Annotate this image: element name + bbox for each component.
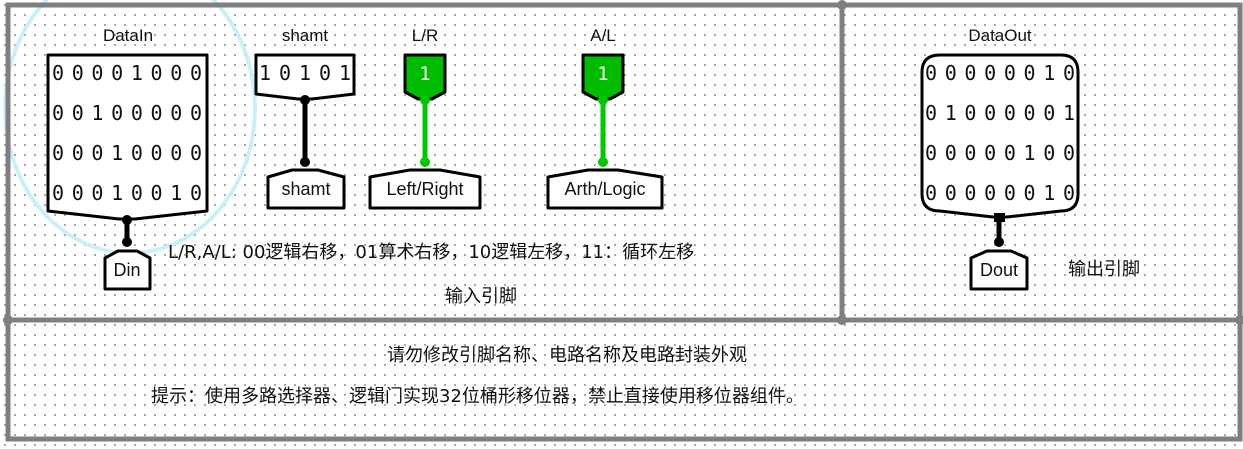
lr-pin[interactable]: L/R 1 xyxy=(403,26,447,101)
shamt-label: shamt xyxy=(282,26,329,45)
din-tunnel-label: Din xyxy=(113,260,140,280)
lr-wire xyxy=(420,95,430,167)
left-right-tunnel-label: Left/Right xyxy=(386,179,463,199)
frame xyxy=(5,2,1243,442)
al-value: 1 xyxy=(597,63,608,85)
din-tunnel[interactable]: Din xyxy=(103,249,152,291)
shamt-pin[interactable]: shamt 10101 xyxy=(254,26,356,101)
al-pin[interactable]: A/L 1 xyxy=(581,26,625,101)
arth-logic-tunnel-label: Arth/Logic xyxy=(564,179,645,199)
mode-description: L/R,A/L: 00逻辑右移，01算术右移，10逻辑左移，11：循环左移 xyxy=(168,242,694,263)
dout-tunnel-label: Dout xyxy=(980,260,1018,280)
dataout-wire xyxy=(994,213,1005,247)
dout-tunnel[interactable]: Dout xyxy=(969,249,1029,291)
al-wire xyxy=(598,95,608,167)
al-label: A/L xyxy=(590,26,616,45)
lr-label: L/R xyxy=(412,26,438,45)
dataout-pin[interactable]: DataOut 00000010 01000001 00000100 00000… xyxy=(920,26,1080,219)
arth-logic-tunnel[interactable]: Arth/Logic xyxy=(546,168,664,210)
frame-joints xyxy=(3,0,1243,325)
output-pins-caption: 输出引脚 xyxy=(1068,259,1140,280)
datain-label: DataIn xyxy=(103,26,153,45)
shamt-wire xyxy=(300,95,310,167)
lr-value: 1 xyxy=(419,63,430,85)
warning-note: 请勿修改引脚名称、电路名称及电路封装外观 xyxy=(387,345,747,366)
input-pins-caption: 输入引脚 xyxy=(445,286,517,307)
left-right-tunnel[interactable]: Left/Right xyxy=(368,168,482,210)
shamt-tunnel[interactable]: shamt xyxy=(266,168,346,210)
hint-note: 提示：使用多路选择器、逻辑门实现32位桶形移位器，禁止直接使用移位器组件。 xyxy=(151,386,804,407)
datain-wire xyxy=(122,215,132,247)
shamt-tunnel-label: shamt xyxy=(281,179,330,199)
datain-pin[interactable]: DataIn 00001000 00100000 00010000 000100… xyxy=(46,26,209,221)
dataout-label: DataOut xyxy=(968,26,1032,45)
